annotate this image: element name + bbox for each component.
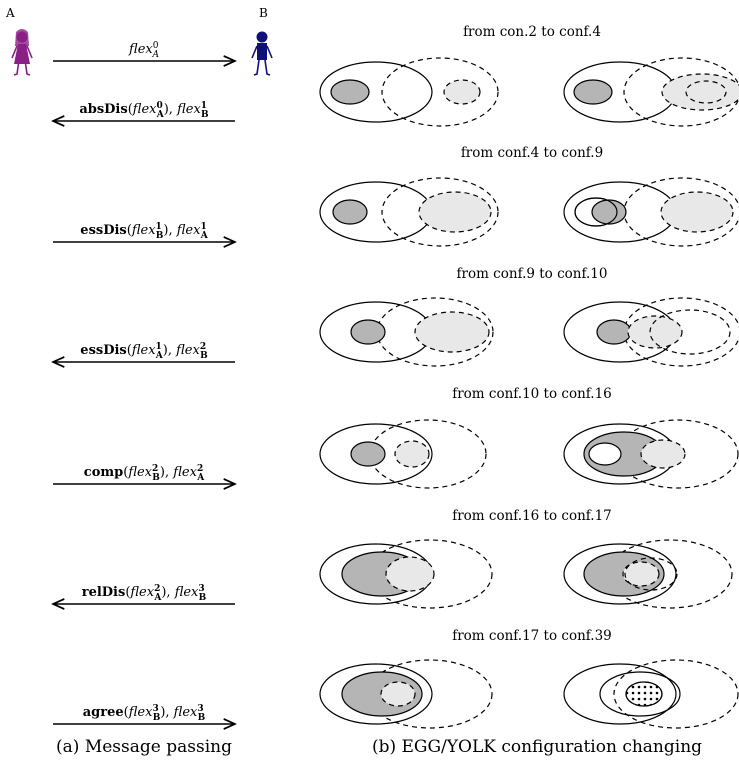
transition-label: from conf.16 to conf.17 xyxy=(452,508,612,524)
config-before xyxy=(319,177,499,247)
config-before xyxy=(319,57,499,127)
config-before xyxy=(319,659,493,729)
agent-a-figure-icon xyxy=(11,29,33,76)
transition-label: from conf.9 to conf.10 xyxy=(457,266,608,282)
config-after xyxy=(563,659,739,729)
configuration-list: from con.2 to conf.4 from conf.4 to conf.… xyxy=(319,24,739,729)
config-before xyxy=(319,297,494,367)
transition-label: from conf.4 to conf.9 xyxy=(461,145,603,161)
config-before xyxy=(319,419,487,489)
config-after xyxy=(563,57,739,127)
config-after xyxy=(563,297,739,367)
transition-label: from con.2 to conf.4 xyxy=(463,24,601,40)
config-after xyxy=(563,539,733,609)
config-before xyxy=(319,539,493,609)
transition-label: from conf.10 to conf.16 xyxy=(452,386,612,402)
config-after xyxy=(563,177,739,247)
agent-a-label: A xyxy=(5,6,15,20)
caption-right: (b) EGG/YOLK configuration changing xyxy=(372,737,702,757)
transition-label: from conf.17 to conf.39 xyxy=(452,628,612,644)
agent-b-label: B xyxy=(259,6,268,20)
agent-b-figure-icon xyxy=(251,31,273,76)
caption-left: (a) Message passing xyxy=(56,737,232,757)
config-after xyxy=(563,419,739,489)
